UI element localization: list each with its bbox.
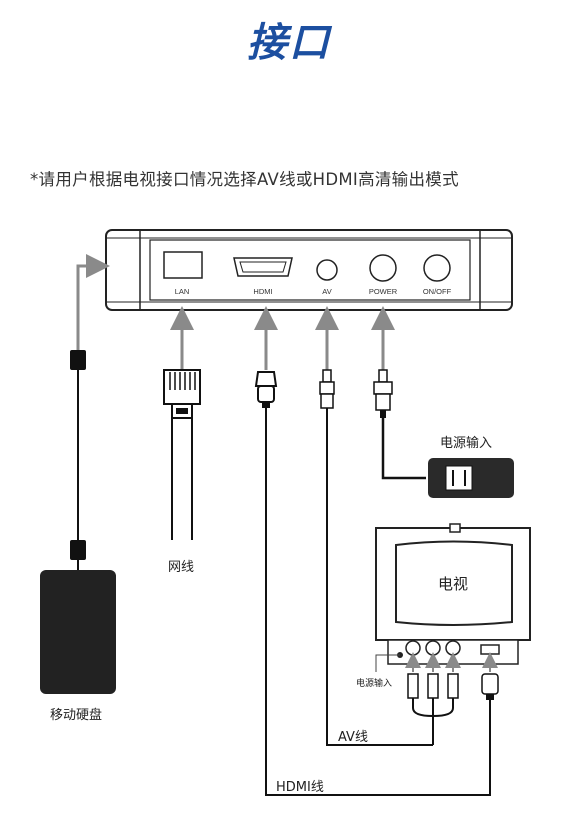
tv-power-input-label: 电源输入 bbox=[356, 679, 393, 689]
media-player-device bbox=[105, 229, 513, 311]
network-cable-label: 网线 bbox=[168, 560, 195, 575]
lan-port bbox=[163, 251, 203, 279]
tv-hdmi-jack bbox=[480, 644, 500, 655]
lan-plug bbox=[163, 369, 201, 540]
tv bbox=[375, 523, 531, 665]
hdmi-cable-label: HDMI线 bbox=[276, 780, 324, 795]
mobile-hdd bbox=[40, 570, 116, 694]
tv-av-jack-2 bbox=[425, 640, 441, 656]
av-plug bbox=[319, 369, 335, 409]
power-adapter bbox=[428, 458, 514, 498]
tv-av-jack-3 bbox=[445, 640, 461, 656]
power-cable bbox=[381, 418, 426, 480]
power-input-label: 电源输入 bbox=[440, 436, 493, 451]
page-title: 接口 bbox=[247, 20, 331, 66]
power-plug bbox=[373, 369, 393, 418]
power-port bbox=[369, 254, 397, 282]
hdmi-port bbox=[233, 257, 293, 277]
usb-arrow bbox=[76, 254, 110, 350]
av-cable bbox=[326, 408, 433, 746]
tv-av-plugs bbox=[407, 673, 459, 745]
instruction-note: *请用户根据电视接口情况选择AV线或HDMI高清输出模式 bbox=[30, 170, 459, 189]
port-label-power: POWER bbox=[368, 287, 398, 296]
av-cable-label: AV线 bbox=[338, 730, 368, 745]
tv-label: 电视 bbox=[438, 575, 469, 593]
tv-power-pointer bbox=[375, 654, 400, 672]
port-label-av: AV bbox=[322, 287, 332, 296]
av-port bbox=[316, 259, 338, 281]
mobile-hdd-label: 移动硬盘 bbox=[50, 708, 103, 723]
usb-cable bbox=[70, 350, 86, 572]
on-off-button bbox=[423, 254, 451, 282]
tv-hdmi-plug bbox=[481, 673, 499, 700]
hdmi-plug bbox=[254, 371, 278, 408]
tv-av-jack-1 bbox=[405, 640, 421, 656]
port-label-lan: LAN bbox=[174, 287, 190, 296]
port-label-hdmi: HDMI bbox=[253, 287, 273, 296]
port-label-on-off: ON/OFF bbox=[422, 287, 452, 296]
hdmi-cable bbox=[265, 408, 491, 796]
